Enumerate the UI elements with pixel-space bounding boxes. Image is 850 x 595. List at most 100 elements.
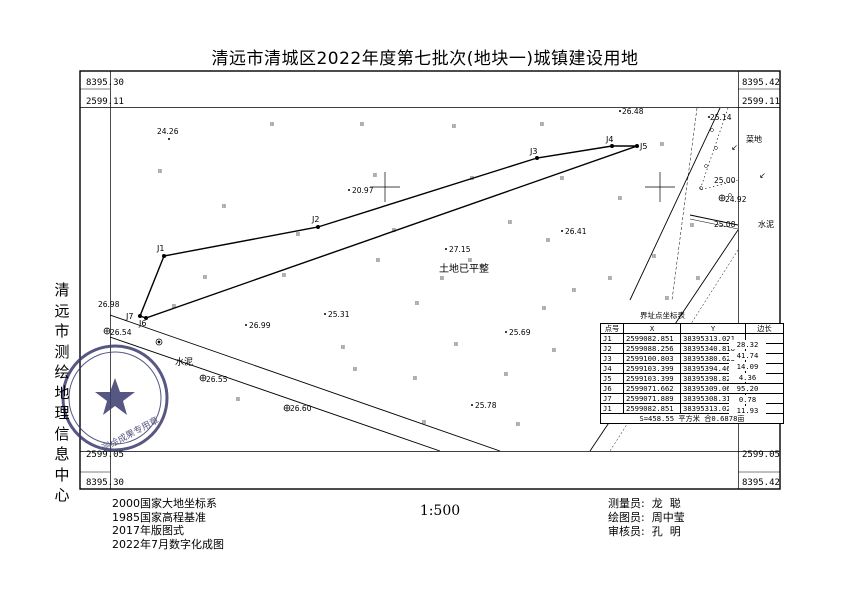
frame-label-br-bottom: 8395.42 [742, 478, 780, 488]
cell-pt: J5 [600, 373, 624, 384]
map-frame-outer [79, 70, 781, 490]
elevation-label: 25.78 [475, 401, 497, 410]
svg-text:ıı: ıı [660, 140, 664, 148]
parcel-boundary [139, 145, 638, 319]
svg-text:ıı: ıı [690, 221, 694, 229]
survey-seal: 测绘成果专用章 [61, 344, 169, 454]
svg-text:ıı: ıı [552, 346, 556, 354]
svg-text:ıı: ıı [270, 120, 274, 128]
table-header-x: X [623, 323, 681, 334]
svg-text:ıı: ıı [440, 274, 444, 282]
svg-text:ıı: ıı [222, 202, 226, 210]
point-label-j4: J4 [605, 135, 613, 144]
elevation-label: 25.14 [710, 113, 732, 122]
road-edge-upper [110, 314, 501, 451]
map-scale: 1:500 [419, 503, 461, 519]
elevation-label: 26.48 [622, 107, 644, 116]
cell-pt: J4 [600, 363, 624, 374]
svg-text:ıı: ıı [376, 256, 380, 264]
elevation-label: 20.97 [352, 186, 374, 195]
road-edge-right-1 [629, 108, 721, 301]
cell-pt: J7 [600, 393, 624, 404]
road-edge-lower [110, 336, 441, 451]
svg-text:ıı: ıı [203, 273, 207, 281]
table-header-y: Y [680, 323, 746, 334]
svg-text:ıı: ıı [392, 226, 396, 234]
svg-text:ıı: ıı [546, 236, 550, 244]
table-header-dist: 边长 [745, 323, 784, 334]
svg-text:ıı: ıı [353, 365, 357, 373]
point-label-j5: J5 [639, 142, 647, 151]
cell-x: 2599071.889 [623, 393, 681, 404]
cement-road-label: 水泥 [175, 356, 193, 368]
table-header-row: 点号 X Y 边长 [600, 323, 784, 334]
svg-text:ıı: ıı [652, 252, 656, 260]
edge-length: 95.20 [729, 384, 766, 393]
vegetable-field-label: 菜地 [746, 134, 762, 144]
cell-pt: J6 [600, 383, 624, 394]
elevation-points: 24.26 26.48 25.14 20.97 27.15 26.41 25.0… [98, 107, 747, 413]
elevation-label: 27.15 [449, 245, 471, 254]
frame-label-tl-bottom: 2599.11 [86, 97, 124, 107]
cement-right-label: 水泥 [758, 219, 774, 229]
elevation-label: 26.98 [98, 300, 120, 309]
point-label-j2: J2 [311, 215, 319, 224]
svg-text:ıı: ıı [373, 171, 377, 179]
svg-text:ıı: ıı [560, 174, 564, 182]
cell-x: 2599100.803 [623, 353, 681, 364]
cell-x: 2599082.851 [623, 333, 681, 344]
leveled-land-label: 土地已平整 [439, 262, 489, 275]
vegetable-field-symbol: ↙ [759, 171, 766, 180]
survey-station-symbols [103, 194, 726, 412]
svg-text:ıı: ıı [422, 418, 426, 426]
frame-label-tr-top: 8395.42 [742, 78, 780, 88]
cell-pt: J1 [600, 333, 624, 344]
svg-text:ıı: ıı [341, 343, 345, 351]
elevation-label: 26.99 [249, 321, 271, 330]
edge-length: 0.78 [729, 395, 766, 404]
svg-text:ıı: ıı [572, 286, 576, 294]
edge-length: 14.09 [729, 362, 766, 371]
boundary-points [138, 144, 639, 320]
svg-text:ıı: ıı [158, 167, 162, 175]
svg-text:ıı: ıı [413, 374, 417, 382]
cell-x: 2599082.851 [623, 403, 681, 414]
frame-label-tr-bottom: 2599.11 [742, 97, 780, 107]
svg-text:ıı: ıı [452, 122, 456, 130]
cell-x: 2599088.256 [623, 343, 681, 354]
map-notes-left: 2000国家大地坐标系 1985国家高程基准 2017年版图式 2022年7月数… [112, 497, 224, 551]
vegetable-field-symbol: ↙ [731, 143, 738, 152]
edge-length: 28.32 [729, 340, 766, 349]
map-title: 清远市清城区2022年度第七批次(地块一)城镇建设用地 [211, 49, 639, 69]
note-surveyor: 测量员: 龙 聪 [608, 497, 681, 510]
elevation-label: 26.60 [290, 404, 312, 413]
svg-text:ıı: ıı [516, 420, 520, 428]
svg-text:ıı: ıı [504, 370, 508, 378]
point-label-j6: J6 [138, 319, 146, 328]
note-reviewer: 审核员: 孔 明 [608, 525, 681, 538]
svg-text:ıı: ıı [360, 120, 364, 128]
cell-x: 2599071.662 [623, 383, 681, 394]
elevation-label: 26.41 [565, 227, 587, 236]
svg-text:ıı: ıı [540, 120, 544, 128]
elevation-label: 25.31 [328, 310, 350, 319]
svg-text:ıı: ıı [172, 302, 176, 310]
svg-text:ıı: ıı [415, 299, 419, 307]
fence-line [671, 108, 698, 301]
svg-text:ıı: ıı [468, 256, 472, 264]
edge-length: 11.93 [729, 406, 766, 415]
vegetation-symbols: ıı ıı ıı ıı ıı ıı ıı ıı ıı ıı ıı ıı ıı ıı ıı ıı ıı ıı… [158, 120, 700, 428]
frame-label-bl-bottom: 8395.30 [86, 478, 124, 488]
edge-length: 4.36 [729, 373, 766, 382]
map-notes-right: 测量员: 龙 聪 绘图员: 周中莹 审核员: 孔 明 [608, 497, 685, 539]
grid-crosshairs [370, 172, 675, 202]
elevation-label: 25.00 [714, 176, 736, 185]
point-label-j3: J3 [529, 147, 537, 156]
svg-text:ıı: ıı [665, 294, 669, 302]
edge-length: 41.74 [729, 351, 766, 360]
svg-text:ıı: ıı [282, 271, 286, 279]
wall-line [689, 214, 738, 226]
